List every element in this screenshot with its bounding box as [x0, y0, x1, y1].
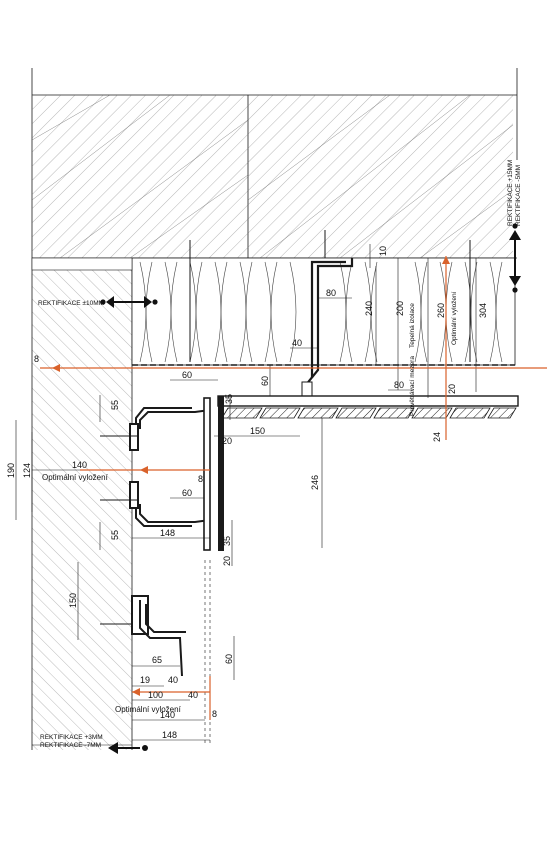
dim-60d: 60: [224, 654, 234, 664]
lower-bracket: [131, 595, 186, 677]
dim-65: 65: [152, 655, 162, 665]
dim-20b: 20: [222, 436, 232, 446]
dim-148b: 148: [162, 730, 177, 740]
rekt-left-top: REKTIFIKACE ±10MM: [38, 300, 104, 307]
wall-anchors: [189, 230, 471, 362]
masonry-crosshatch: [31, 94, 514, 259]
facade-tiles: [221, 407, 517, 419]
dim-19: 19: [140, 675, 150, 685]
dim-60a: 60: [182, 370, 192, 380]
dim-80a: 80: [326, 288, 336, 298]
dim-8a: 8: [34, 354, 39, 364]
upper-bracket-plate: [301, 381, 313, 397]
optimal-bottom-label: Optimální vyložení: [115, 705, 182, 714]
dim-240: 240: [364, 301, 374, 316]
optimal-right-label: Optimální vyložení: [451, 291, 458, 345]
thermal-insulation-label: Tepelná izolace: [409, 303, 416, 348]
rekt-bottom-2: REKTIFIKACE -7MM: [40, 742, 101, 749]
vertical-profile: [203, 397, 211, 551]
upper-bracket: [304, 258, 354, 387]
dim-35b: 35: [222, 536, 232, 546]
accent-arrows: [52, 256, 450, 696]
dim-190: 190: [6, 463, 16, 478]
dim-150b: 150: [68, 593, 78, 608]
dim-60c: 60: [182, 488, 192, 498]
dim-60b: 60: [260, 376, 270, 386]
dim-124: 124: [22, 463, 32, 478]
rekt-right-1: REKTIFIKACE +15MM: [507, 160, 514, 226]
dim-140a: 140: [72, 460, 87, 470]
rekt-right-2: REKTIFIKACE -5MM: [515, 165, 522, 226]
dim-35a: 35: [224, 394, 234, 404]
dim-20c: 20: [222, 556, 232, 566]
rectification-markers: [100, 223, 518, 305]
dim-8b: 8: [198, 474, 203, 484]
facade-rail: [217, 395, 519, 551]
dim-140b: 140: [160, 710, 175, 720]
optimal-mid-label: Optimální vyložení: [42, 473, 109, 482]
dim-260: 260: [436, 303, 446, 318]
dim-55a: 55: [110, 400, 120, 410]
dim-40a: 40: [292, 338, 302, 348]
dim-100: 100: [148, 690, 163, 700]
dim-8c: 8: [212, 709, 217, 719]
masonry-block-left: [32, 95, 248, 258]
dim-246: 246: [310, 475, 320, 490]
wall-hatch-left: [32, 260, 132, 750]
dim-55b: 55: [110, 530, 120, 540]
dim-304: 304: [478, 303, 488, 318]
rectification-arrows: [106, 230, 521, 754]
dim-40c: 40: [188, 690, 198, 700]
insulation-layer: [31, 257, 516, 366]
accent-lines: [40, 256, 547, 720]
dim-148a: 148: [160, 528, 175, 538]
side-brackets: [129, 407, 211, 527]
dim-10: 10: [378, 246, 388, 256]
dim-80b: 80: [394, 380, 404, 390]
dim-20a: 20: [447, 384, 457, 394]
dim-24: 24: [432, 432, 442, 442]
dim-40b: 40: [168, 675, 178, 685]
air-gap-label: Provětrávací mezera: [409, 356, 416, 416]
masonry-block-right: [248, 95, 513, 258]
dim-200: 200: [395, 301, 405, 316]
dim-150a: 150: [250, 426, 265, 436]
rekt-bottom-1: REKTIFIKACE +3MM: [40, 734, 103, 741]
